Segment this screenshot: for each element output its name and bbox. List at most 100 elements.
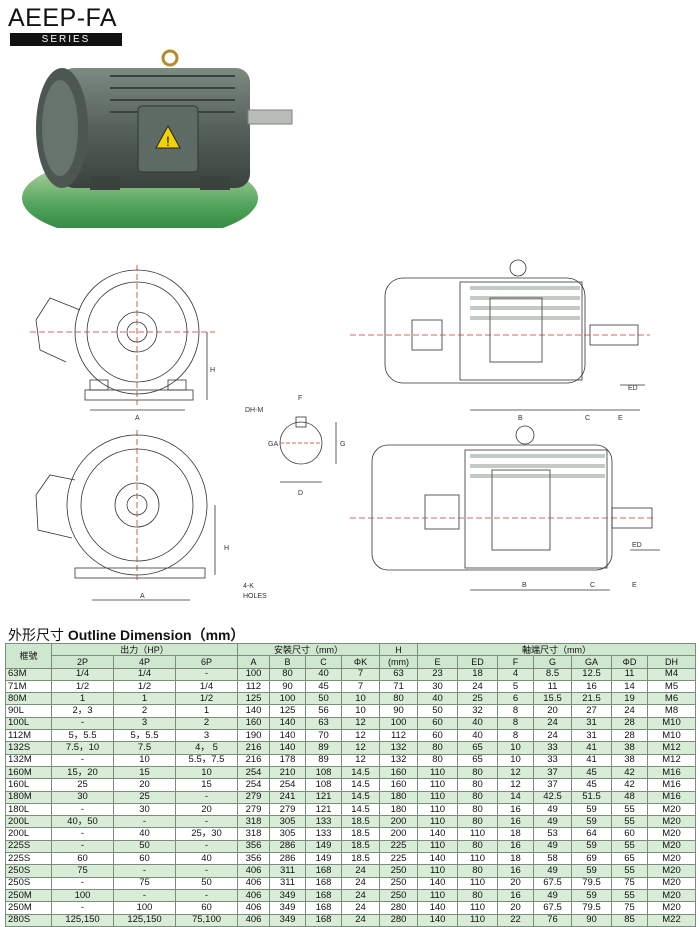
table-cell: 75 (113, 876, 176, 890)
table-cell: 216 (237, 753, 271, 767)
table-cell: 40 (113, 827, 176, 841)
table-cell: 28 (611, 716, 649, 731)
frame-cell: 90L (5, 704, 52, 718)
table-cell: 1/4 (113, 667, 176, 681)
column-header: G (533, 655, 573, 669)
table-cell: 349 (269, 901, 307, 915)
table-cell: 305 (269, 827, 307, 841)
table-cell: M16 (647, 790, 697, 804)
table-cell: M10 (647, 729, 697, 743)
table-cell: 168 (305, 876, 343, 890)
table-cell: - (113, 864, 176, 878)
table-cell: 18.5 (341, 827, 381, 841)
column-header: C (305, 655, 343, 669)
table-cell: 37 (533, 778, 573, 792)
table-cell: 14.5 (341, 778, 381, 792)
header-h-unit: (mm) (379, 655, 419, 669)
table-cell: 254 (237, 778, 271, 792)
table-cell: 10 (497, 741, 535, 755)
table-cell: - (51, 827, 114, 841)
table-cell: 63 (379, 667, 419, 681)
table-cell: 110 (457, 827, 499, 841)
table-cell: 110 (417, 815, 459, 829)
table-cell: 85 (611, 913, 649, 927)
table-cell: 406 (237, 913, 271, 927)
table-cell: 16 (497, 815, 535, 829)
table-cell: 254 (237, 765, 271, 780)
table-cell: 5.5，7.5 (174, 753, 239, 767)
frame-cell: 112M (5, 729, 52, 743)
product-title: AEEP-FA (8, 4, 118, 32)
table-cell: 40 (174, 852, 239, 866)
table-cell: 110 (457, 901, 499, 915)
column-header: ΦK (341, 655, 381, 669)
table-cell: 250 (379, 876, 419, 890)
table-cell: 31 (571, 716, 613, 731)
header-mount: 安裝尺寸（mm） (237, 642, 381, 657)
table-cell: 121 (305, 802, 343, 817)
table-cell: M10 (647, 716, 697, 731)
frame-cell: 100L (5, 716, 52, 731)
table-cell: 178 (269, 753, 307, 767)
table-cell: 50 (305, 692, 343, 706)
table-cell: 80 (457, 815, 499, 829)
table-cell: 200 (379, 815, 419, 829)
table-cell: 210 (269, 765, 307, 780)
table-cell: 80 (269, 667, 307, 681)
table-cell: 1/2 (174, 692, 239, 706)
table-cell: 80 (457, 888, 499, 903)
table-cell: M8 (647, 704, 697, 718)
label-holes-2: HOLES (243, 593, 267, 600)
table-cell: 168 (305, 913, 343, 927)
table-cell: - (51, 839, 114, 854)
table-cell: 286 (269, 852, 307, 866)
table-cell: 140 (269, 741, 307, 755)
table-cell: 125,150 (113, 913, 176, 927)
table-cell: 25 (457, 692, 499, 706)
table-cell: 7.5 (113, 741, 176, 755)
table-cell: 5，5.5 (113, 729, 176, 743)
outline-drawings: H A B C E ED F DH-M GA G D H A 4-K HOLES… (30, 259, 660, 601)
table-cell: 110 (417, 765, 459, 780)
dimension-title-en: Outline Dimension（mm） (67, 627, 245, 643)
table-cell: 200 (379, 827, 419, 841)
table-cell: M16 (647, 778, 697, 792)
table-cell: 160 (379, 765, 419, 780)
table-cell: - (113, 888, 176, 903)
table-cell: 108 (305, 765, 343, 780)
column-header: B (269, 655, 307, 669)
table-cell: 20 (113, 778, 176, 792)
table-cell: 19 (611, 692, 649, 706)
table-cell: 406 (237, 864, 271, 878)
table-cell: 50 (113, 839, 176, 854)
table-cell: 15 (174, 778, 239, 792)
table-cell: 406 (237, 901, 271, 915)
table-cell: 2 (174, 716, 239, 731)
table-cell: 75,100 (174, 913, 239, 927)
table-cell: M20 (647, 901, 697, 915)
table-cell: - (51, 876, 114, 890)
dimension-title-cn: 外形尺寸 (8, 628, 64, 644)
table-cell: 24 (457, 679, 499, 694)
table-cell: 279 (237, 802, 271, 817)
table-cell: 14.5 (341, 802, 381, 817)
table-cell: 65 (611, 852, 649, 866)
table-cell: 305 (269, 815, 307, 829)
table-cell: 12 (341, 716, 381, 731)
table-cell: 25，30 (174, 827, 239, 841)
table-cell: 406 (237, 888, 271, 903)
table-cell: 60 (611, 827, 649, 841)
table-cell: 241 (269, 790, 307, 804)
table-cell: 40，50 (51, 815, 114, 829)
column-header: 6P (174, 655, 239, 669)
label-a-rear: A (140, 593, 145, 600)
table-cell: 75 (611, 901, 649, 915)
table-cell: M20 (647, 839, 697, 854)
table-cell: 80 (417, 753, 459, 767)
table-cell: 24 (341, 888, 381, 903)
